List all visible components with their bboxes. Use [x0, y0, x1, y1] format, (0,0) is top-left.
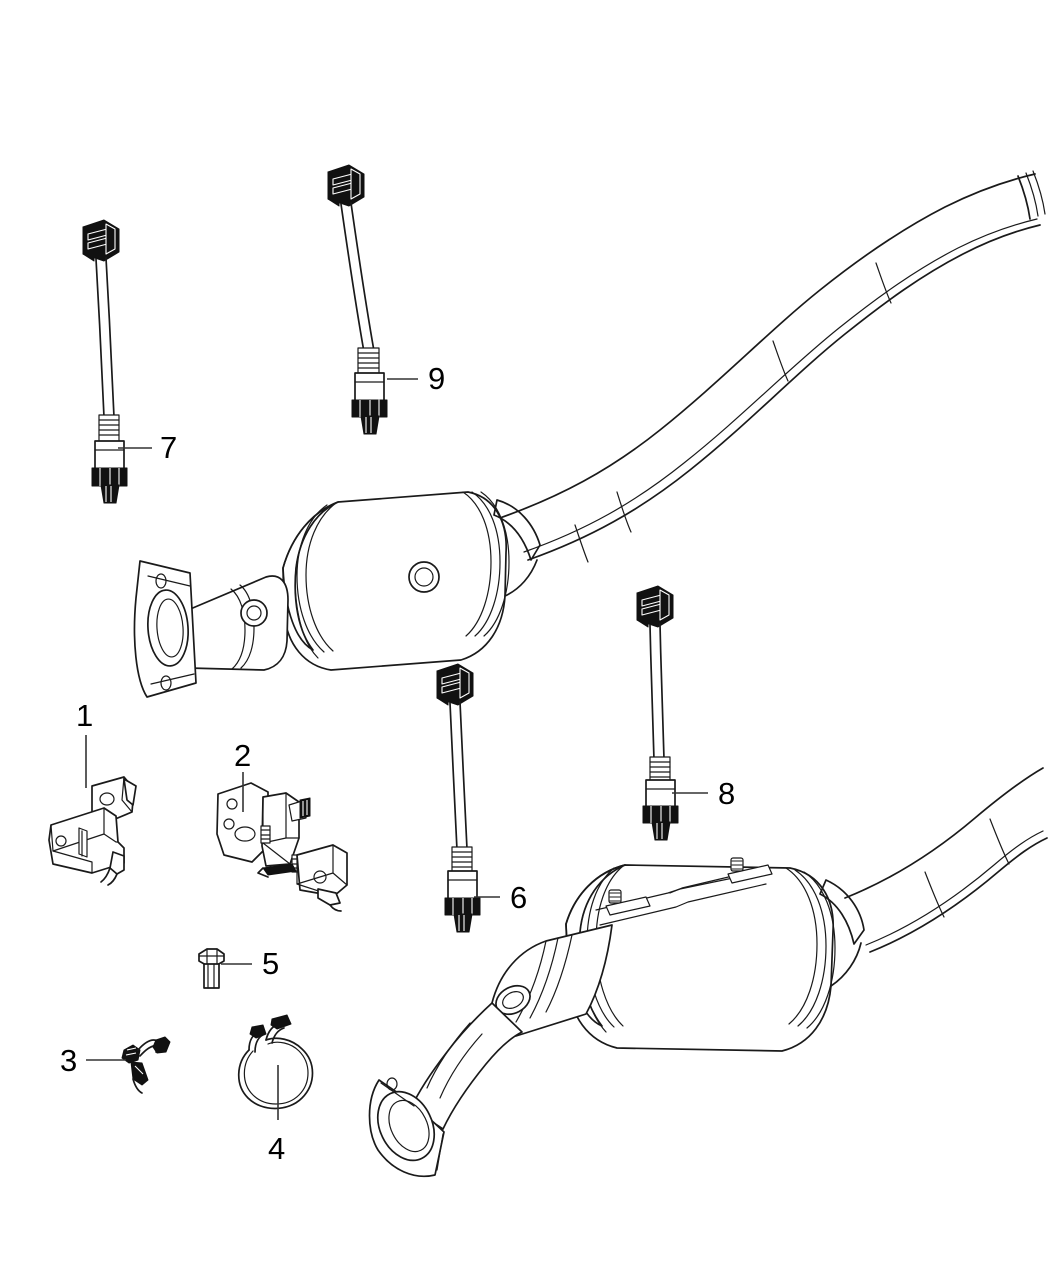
sensor-connector-6 [436, 663, 474, 706]
oxygen-sensor-upper-right [327, 164, 388, 435]
exhaust-pipe-upper [496, 170, 1046, 563]
hex-flange-bolt [198, 948, 225, 989]
oxygen-sensor-lower-front [436, 663, 481, 933]
bracket-upper-left [48, 776, 137, 886]
callout-label-3: 3 [60, 1043, 78, 1078]
callout-label-1: 1 [76, 698, 94, 733]
oxygen-sensor-lower-rear [636, 585, 679, 841]
catalytic-converter-upper [133, 491, 541, 698]
wire-harness-clamp [237, 1014, 314, 1110]
callout-label-4: 4 [268, 1131, 286, 1166]
callout-label-2: 2 [234, 738, 252, 773]
bracket-center [216, 782, 348, 912]
sensor-connector-9 [327, 164, 365, 207]
sensor-connector-7 [82, 219, 120, 262]
callout-leader-lines [85, 378, 708, 1120]
oxygen-sensor-upper-left [82, 219, 128, 504]
sensor-connector-8 [636, 585, 674, 628]
callout-label-6: 6 [510, 880, 528, 915]
catalytic-converter-lower [368, 857, 865, 1178]
callout-label-5: 5 [262, 946, 280, 981]
callout-label-9: 9 [428, 361, 446, 396]
clip-retainer [121, 1036, 171, 1094]
callout-label-7: 7 [160, 430, 178, 465]
exhaust-pipe-lower [844, 767, 1048, 953]
callout-label-8: 8 [718, 776, 736, 811]
